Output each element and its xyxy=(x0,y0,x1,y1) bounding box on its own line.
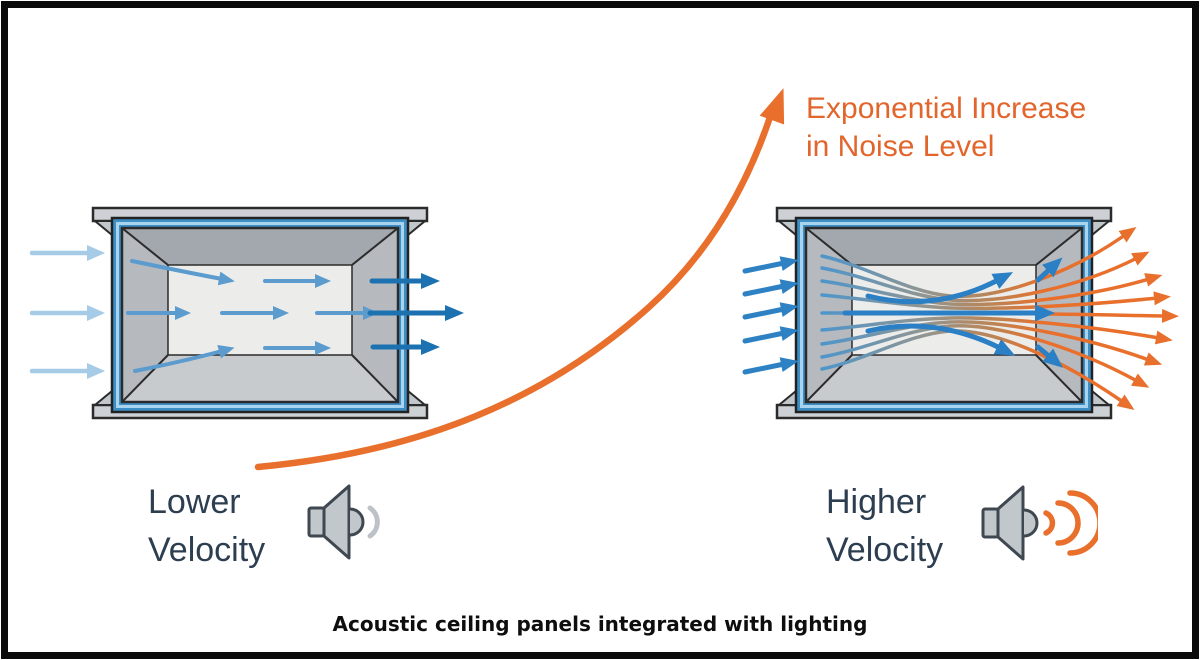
quiet-speaker-icon xyxy=(307,484,380,560)
loud-speaker-icon xyxy=(981,485,1098,561)
exponential-annotation: Exponential Increase in Noise Level xyxy=(806,90,1086,166)
orange-sound-waves xyxy=(1043,490,1098,556)
exponential-curve-arrow xyxy=(254,88,785,471)
lower-label-line-2: Velocity xyxy=(148,531,266,569)
gray-sound-wave xyxy=(367,505,380,539)
left-duct-internal-arrows xyxy=(126,259,379,373)
annotation-line-1: Exponential Increase xyxy=(806,92,1087,125)
higher-label-line-2: Velocity xyxy=(826,531,944,569)
lower-label-line-1: Lower xyxy=(148,483,241,521)
left-duct-outflow-arrows xyxy=(367,273,464,355)
right-duct-inflow-arrows xyxy=(742,256,799,375)
right-duct-bold-blue-arrows xyxy=(842,257,1064,368)
image-caption: Acoustic ceiling panels integrated with … xyxy=(332,612,868,636)
higher-velocity-label: Higher Velocity xyxy=(826,478,943,574)
annotation-line-2: in Noise Level xyxy=(806,130,995,163)
left-duct-inflow-arrows xyxy=(29,245,105,379)
lower-velocity-label: Lower Velocity xyxy=(148,478,265,574)
higher-label-line-1: Higher xyxy=(826,483,927,521)
